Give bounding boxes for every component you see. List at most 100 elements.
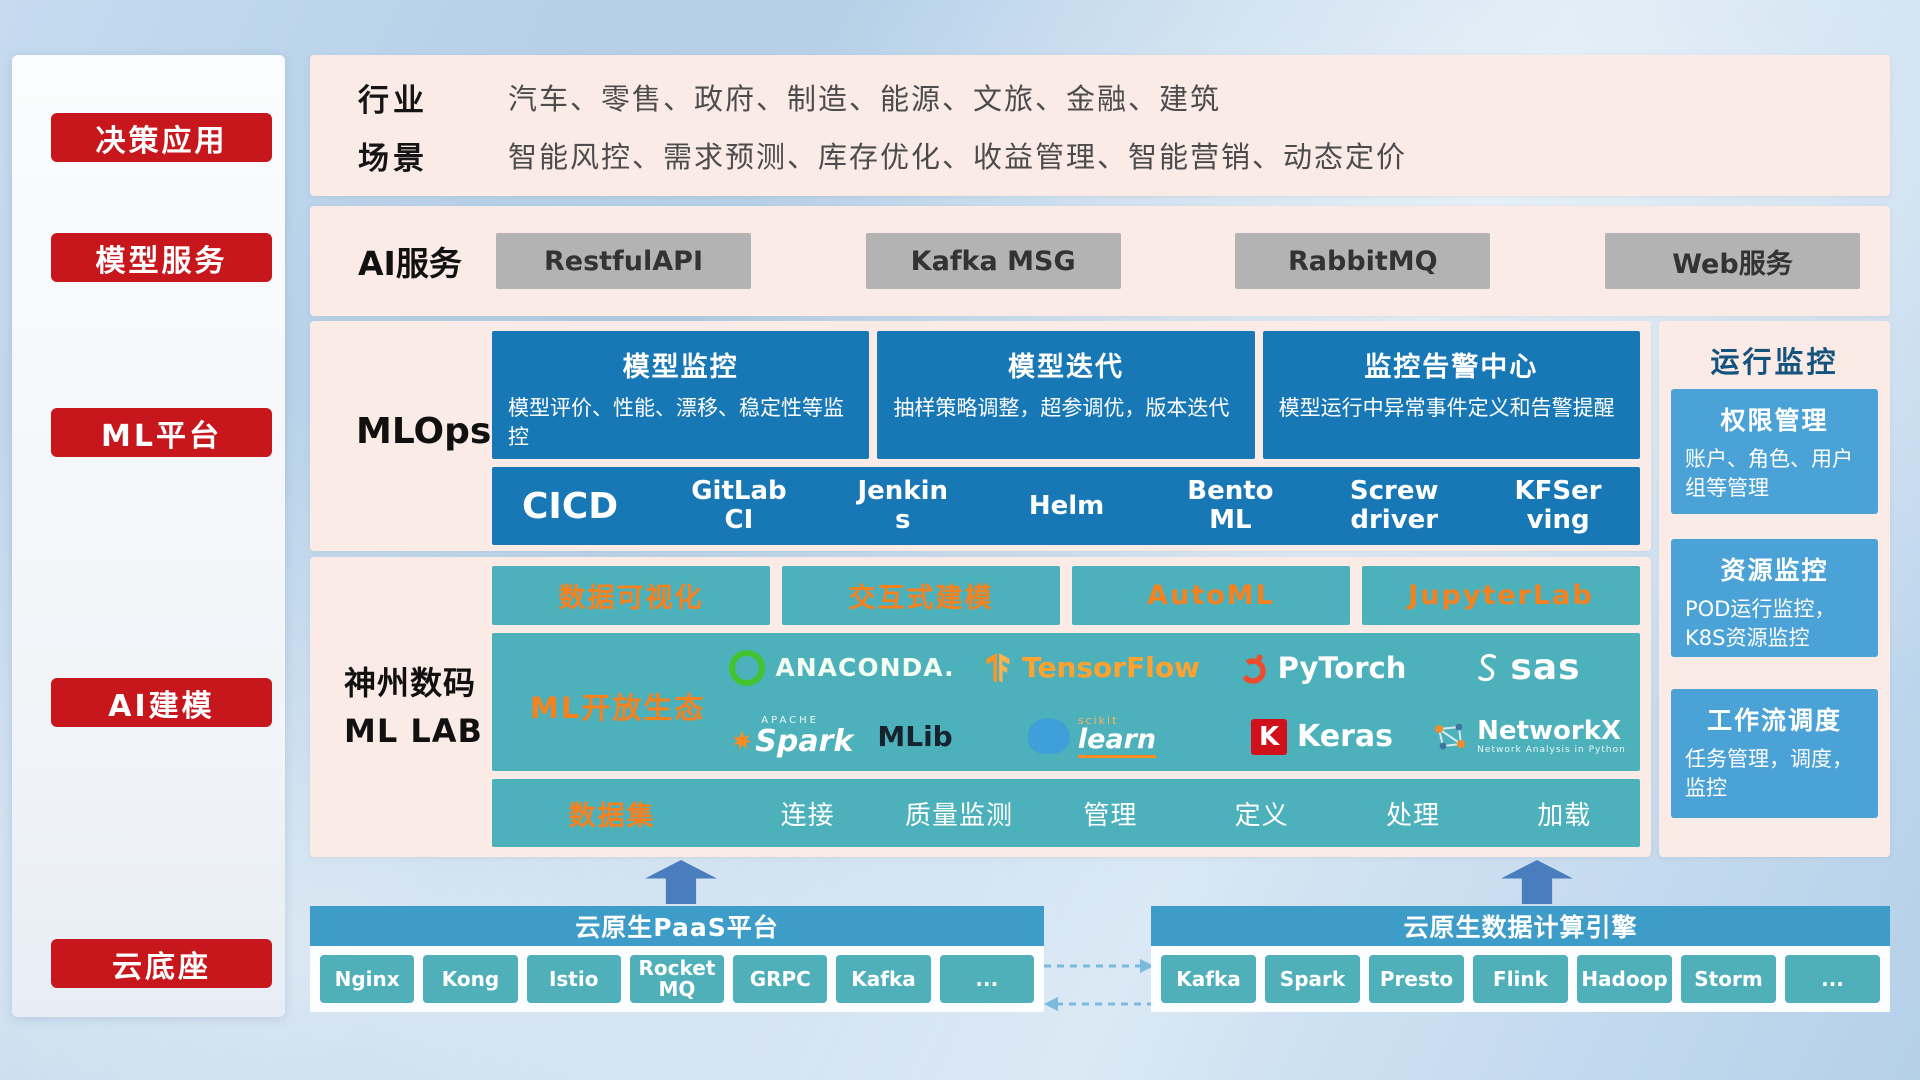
engine-chip-more: ... xyxy=(1785,955,1880,1003)
industry-value: 汽车、零售、政府、制造、能源、文旅、金融、建筑 xyxy=(508,82,1222,116)
networkx-subtitle: Network Analysis in Python xyxy=(1477,744,1626,755)
card-title: 监控告警中心 xyxy=(1364,352,1539,383)
paas-platform-title: 云原生PaaS平台 xyxy=(310,906,1044,946)
mllab-label-line2: ML LAB xyxy=(344,712,483,750)
service-restfulapi: RestfulAPI xyxy=(496,233,751,289)
dataset-item-quality: 质量监测 xyxy=(904,800,1013,831)
mllab-tool-row: 数据可视化 交互式建模 AutoML JupyterLab xyxy=(492,566,1640,625)
spark-star-icon xyxy=(733,731,753,751)
tool-data-visualization: 数据可视化 xyxy=(492,566,770,625)
sas-logo: sas xyxy=(1427,633,1630,702)
mlops-cards: 模型监控 模型评价、性能、漂移、稳定性等监控 模型迭代 抽样策略调整，超参调优，… xyxy=(492,331,1640,459)
cicd-tool-bentoml: BentoML xyxy=(1187,476,1274,535)
anaconda-wordmark: ANACONDA. xyxy=(775,653,955,682)
cicd-label: CICD xyxy=(522,485,619,527)
spark-wordmark-group: APACHE Spark xyxy=(731,716,853,757)
ml-ecosystem-box: ML开放生态 ANACONDA. TensorFlow xyxy=(492,633,1640,771)
cicd-tool-kfserving: KFServing xyxy=(1514,476,1602,535)
card-title: 模型迭代 xyxy=(1007,352,1124,383)
dataset-row: 数据集 连接 质量监测 管理 定义 处理 加载 xyxy=(492,779,1640,847)
cicd-bar: CICD GitLab CI Jenkins Helm BentoML Scre… xyxy=(492,467,1640,545)
anaconda-logo: ANACONDA. xyxy=(717,633,967,702)
keras-logo: K Keras xyxy=(1217,702,1427,771)
cicd-tool-gitlab-ci: GitLab CI xyxy=(691,476,787,535)
paas-platform-section: 云原生PaaS平台 Nginx Kong Istio RocketMQ GRPC… xyxy=(310,906,1044,1012)
card-desc: 抽样策略调整，超参调优，版本迭代 xyxy=(893,396,1230,420)
card-permission-management: 权限管理 账户、角色、用户组等管理 xyxy=(1671,389,1878,514)
scikit-learn-logo: scikit learn xyxy=(967,702,1217,771)
data-engine-title: 云原生数据计算引擎 xyxy=(1151,906,1890,946)
mllab-panel: 神州数码 ML LAB 数据可视化 交互式建模 AutoML JupyterLa… xyxy=(310,557,1651,857)
dataset-item-load: 加载 xyxy=(1537,800,1592,831)
cicd-tool-screwdriver: Screwdriver xyxy=(1349,476,1439,535)
dataset-item-connect: 连接 xyxy=(780,800,835,831)
dataset-item-manage: 管理 xyxy=(1083,800,1138,831)
ml-ecosystem-label: ML开放生态 xyxy=(530,691,706,725)
dataset-label: 数据集 xyxy=(568,800,656,832)
paas-chip-grpc: GRPC xyxy=(733,955,828,1003)
scenario-label: 场景 xyxy=(358,140,428,177)
card-resource-monitoring: 资源监控 POD运行监控，K8S资源监控 xyxy=(1671,539,1878,657)
card-alert-center: 监控告警中心 模型运行中异常事件定义和告警提醒 xyxy=(1262,331,1640,459)
industry-scenario-panel: 行业 汽车、零售、政府、制造、能源、文旅、金融、建筑 场景 智能风控、需求预测、… xyxy=(310,55,1890,196)
keras-k-icon: K xyxy=(1251,718,1288,755)
engine-chip-flink: Flink xyxy=(1473,955,1568,1003)
apache-label: APACHE xyxy=(761,715,819,726)
card-title: 资源监控 xyxy=(1720,556,1829,585)
runtime-monitor-title: 运行监控 xyxy=(1710,345,1839,379)
card-desc: 模型运行中异常事件定义和告警提醒 xyxy=(1278,396,1615,420)
scenario-value: 智能风控、需求预测、库存优化、收益管理、智能营销、动态定价 xyxy=(508,140,1408,174)
card-workflow-scheduling: 工作流调度 任务管理，调度，监控 xyxy=(1671,689,1878,818)
card-desc: POD运行监控，K8S资源监控 xyxy=(1685,597,1836,651)
pytorch-icon xyxy=(1239,654,1266,684)
scikit-blob-icon xyxy=(1027,718,1070,755)
service-kafka-msg: Kafka MSG xyxy=(865,233,1121,289)
sas-icon xyxy=(1478,653,1497,681)
mlops-panel: MLOps 模型监控 模型评价、性能、漂移、稳定性等监控 模型迭代 抽样策略调整… xyxy=(310,321,1651,551)
card-desc: 任务管理，调度，监控 xyxy=(1685,747,1853,801)
engine-chip-storm: Storm xyxy=(1681,955,1776,1003)
scikit-top-label: scikit xyxy=(1077,713,1119,727)
tool-interactive-modeling: 交互式建模 xyxy=(782,566,1060,625)
paas-chip-rocketmq: RocketMQ xyxy=(629,955,725,1003)
up-arrow-right xyxy=(1501,860,1573,904)
paas-chip-kong: Kong xyxy=(423,955,518,1003)
dataset-item-process: 处理 xyxy=(1385,800,1440,831)
data-engine-section: 云原生数据计算引擎 Kafka Spark Presto Flink Hadoo… xyxy=(1151,906,1890,1012)
service-web: Web服务 xyxy=(1604,233,1860,289)
networkx-logo: NetworkX Network Analysis in Python xyxy=(1427,702,1630,771)
mllab-label: 神州数码 ML LAB xyxy=(344,659,483,755)
engine-chip-presto: Presto xyxy=(1369,955,1464,1003)
tensorflow-icon xyxy=(986,652,1010,683)
left-rail: 决策应用 模型服务 ML平台 AI建模 云底座 xyxy=(12,55,285,1017)
tool-automl: AutoML xyxy=(1072,566,1350,625)
rail-item-cloud-base: 云底座 xyxy=(51,939,272,988)
tensorflow-wordmark: TensorFlow xyxy=(1022,651,1200,684)
dataflow-arrows xyxy=(1044,959,1154,1011)
keras-wordmark: Keras xyxy=(1297,719,1393,754)
scikit-wordmark: learn xyxy=(1077,725,1157,759)
ml-ecosystem-logos: ANACONDA. TensorFlow PyTorch xyxy=(717,633,1630,771)
ai-service-label: AI服务 xyxy=(358,244,462,283)
service-rabbitmq: RabbitMQ xyxy=(1235,233,1491,289)
mlops-label: MLOps xyxy=(356,411,492,452)
spark-mllib-logo: APACHE Spark MLib xyxy=(717,702,967,771)
pytorch-logo: PyTorch xyxy=(1217,633,1427,702)
engine-chip-kafka: Kafka xyxy=(1161,955,1256,1003)
card-title: 权限管理 xyxy=(1720,406,1829,435)
paas-chip-kafka: Kafka xyxy=(836,955,931,1003)
pytorch-wordmark: PyTorch xyxy=(1277,650,1407,685)
paas-chip-strip: Nginx Kong Istio RocketMQ GRPC Kafka ... xyxy=(310,946,1044,1012)
mllib-wordmark: MLib xyxy=(877,720,953,753)
networkx-wordmark: NetworkX xyxy=(1477,716,1622,747)
paas-chip-more: ... xyxy=(939,955,1034,1003)
rail-item-decision-application: 决策应用 xyxy=(51,113,272,162)
runtime-monitor-panel: 运行监控 权限管理 账户、角色、用户组等管理 资源监控 POD运行监控，K8S资… xyxy=(1659,321,1890,857)
card-desc: 账户、角色、用户组等管理 xyxy=(1685,447,1853,501)
cicd-tool-helm: Helm xyxy=(1028,490,1105,521)
industry-label: 行业 xyxy=(358,82,428,119)
paas-chip-istio: Istio xyxy=(526,955,621,1003)
tensorflow-logo: TensorFlow xyxy=(967,633,1217,702)
up-arrow-left xyxy=(645,860,717,904)
